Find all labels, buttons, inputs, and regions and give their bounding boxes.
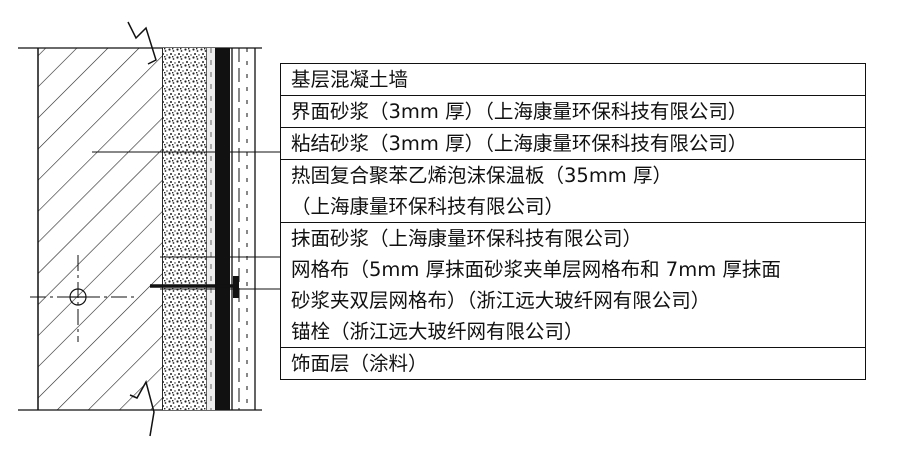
layer-text: 抹面砂浆（上海康量环保科技有限公司） — [291, 227, 643, 250]
layer-text: 锚栓（浙江远大玻纤网有限公司） — [291, 320, 584, 343]
concrete-wall — [18, 47, 262, 411]
break-mark-bottom — [129, 380, 155, 437]
layer-finish-coating: 饰面层（涂料） — [281, 347, 865, 379]
layer-text: 饰面层（涂料） — [291, 352, 428, 375]
layer-text: 基层混凝土墙 — [291, 68, 409, 91]
finish-layers — [231, 48, 256, 410]
leader-lines — [92, 151, 280, 290]
plaster-mesh-band — [215, 48, 230, 410]
layer-text: （上海康量环保科技有限公司） — [291, 195, 565, 218]
layer-text: 粘结砂浆（3mm 厚）（上海康量环保科技有限公司） — [291, 132, 748, 155]
break-mark-top — [127, 21, 157, 65]
insulation-board — [207, 48, 215, 410]
layer-plaster-mesh-anchor: 抹面砂浆（上海康量环保科技有限公司） 网格布（5mm 厚抹面砂浆夹单层网格布和 … — [281, 222, 865, 347]
layer-text: 砂浆夹双层网格布）（浙江远大玻纤网有限公司） — [291, 289, 711, 312]
layer-bonding-mortar: 粘结砂浆（3mm 厚）（上海康量环保科技有限公司） — [281, 127, 865, 159]
layer-text: 界面砂浆（3mm 厚）（上海康量环保科技有限公司） — [291, 100, 748, 123]
layer-concrete-wall: 基层混凝土墙 — [281, 64, 865, 95]
layer-text: 热固复合聚苯乙烯泡沫保温板（35mm 厚） — [291, 164, 673, 187]
layer-insulation-board: 热固复合聚苯乙烯泡沫保温板（35mm 厚） （上海康量环保科技有限公司） — [281, 159, 865, 222]
anchor-bolt — [150, 276, 239, 298]
layer-interface-mortar: 界面砂浆（3mm 厚）（上海康量环保科技有限公司） — [281, 95, 865, 127]
centerline-symbol — [30, 255, 135, 342]
layer-legend: 基层混凝土墙 界面砂浆（3mm 厚）（上海康量环保科技有限公司） 粘结砂浆（3m… — [280, 63, 866, 380]
mortar-layers — [163, 48, 208, 410]
layer-text: 网格布（5mm 厚抹面砂浆夹单层网格布和 7mm 厚抹面 — [291, 258, 781, 281]
